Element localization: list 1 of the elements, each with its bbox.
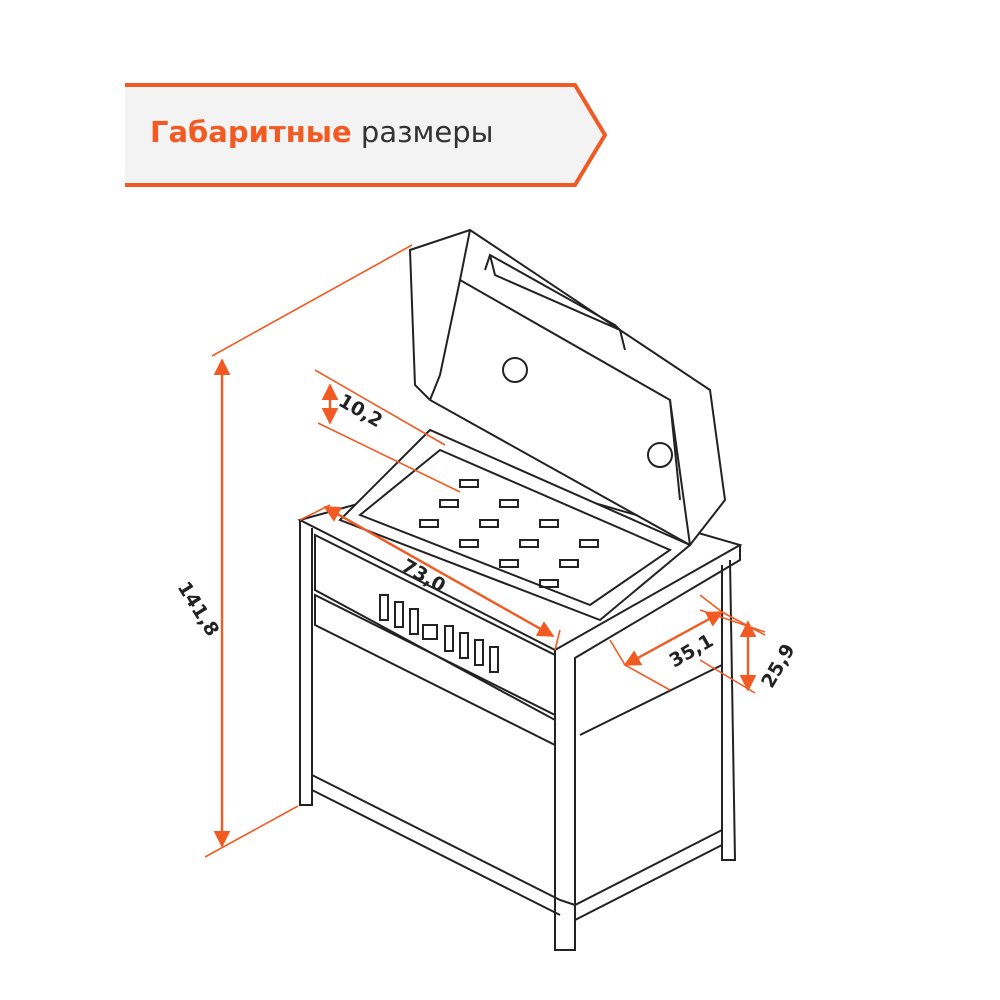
title: Габаритные размеры bbox=[150, 115, 494, 149]
